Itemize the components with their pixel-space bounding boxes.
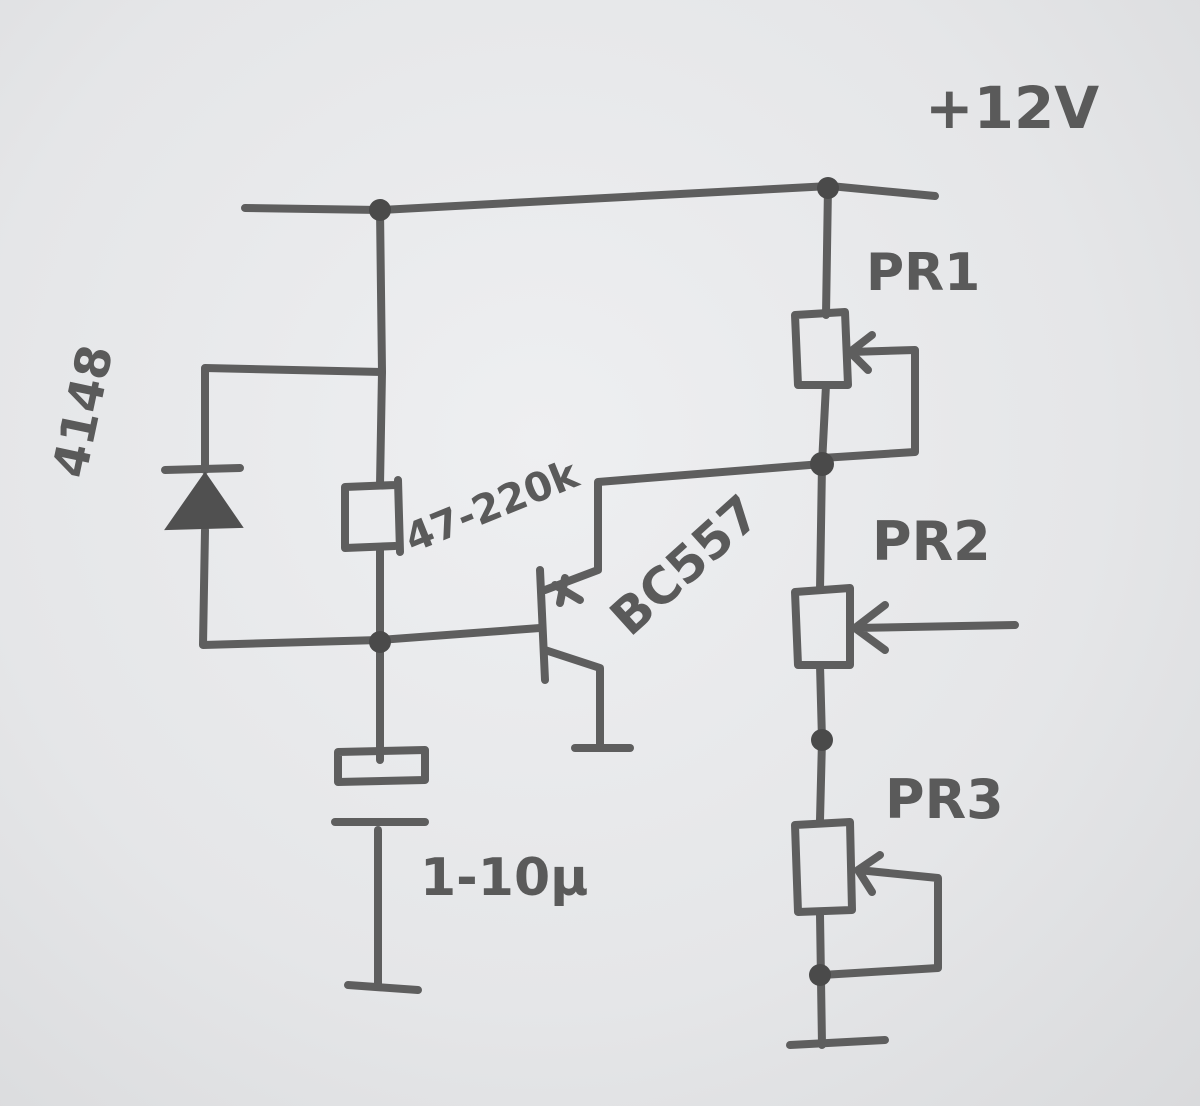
relay-label: 47-220k (399, 451, 587, 562)
junction-dot (809, 964, 831, 986)
supply-rail (241, 182, 939, 214)
pr1-wiper (818, 331, 919, 462)
diode-triangle (164, 471, 244, 531)
pr1-body (791, 308, 852, 389)
transistor-label: BC557 (599, 484, 771, 647)
pot3-label: PR3 (885, 768, 1004, 831)
base-wire (376, 624, 544, 644)
pot2-label: PR2 (872, 510, 991, 573)
capacitor-label: 1-10μ (420, 848, 588, 908)
relay-coil (341, 476, 404, 556)
junction-dot (817, 177, 839, 199)
transistor-emitter (541, 460, 826, 594)
transistor-collector (541, 646, 604, 752)
junction-dot (810, 452, 834, 476)
pot-chain-ground (786, 1036, 889, 1049)
junction-dot (369, 631, 391, 653)
junction-dot (369, 199, 391, 221)
capacitor-plate-top (334, 746, 429, 786)
pot1-label: PR1 (866, 243, 980, 303)
pr2-body (791, 584, 854, 669)
diode-bar (161, 464, 244, 474)
pr2-wiper (851, 601, 1019, 654)
diode-loop-wire (199, 364, 386, 649)
emitter-arrow (551, 574, 584, 607)
pr3-wiper (818, 851, 942, 979)
transistor-base-bar (536, 566, 549, 684)
capacitor-ground (344, 981, 422, 994)
junction-dot (811, 729, 833, 751)
pr3-body (791, 818, 856, 916)
diode-label: 4148 (42, 340, 125, 482)
supply-label: +12V (925, 74, 1099, 142)
